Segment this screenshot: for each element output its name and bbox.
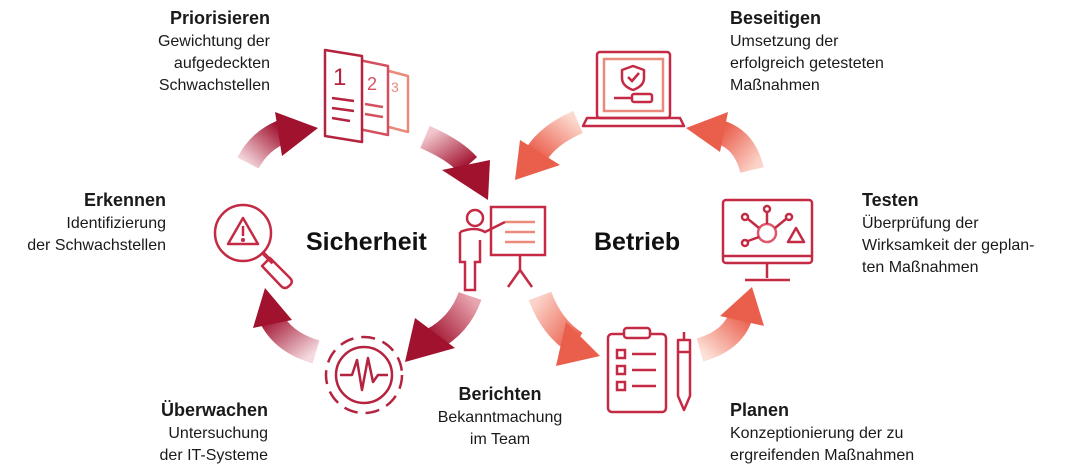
step-title: Erkennen — [83, 190, 166, 210]
laptop-shield-icon — [581, 50, 686, 128]
step-description: Gewichtung der aufgedeckten Schwachstell… — [157, 33, 270, 94]
step-title: Beseitigen — [730, 8, 822, 28]
svg-text:2: 2 — [367, 74, 377, 94]
step-description: Untersuchung der IT-Systeme — [159, 425, 268, 464]
step-description: Umsetzung der erfolgreich getesteten Maß… — [730, 33, 884, 94]
step-title: Berichten — [458, 384, 542, 404]
arrow-berichten-to-ueberwachen — [405, 291, 482, 362]
arrow-testen-to-beseitigen — [686, 112, 764, 174]
step-description: Konzeptionierung der zu ergreifenden Maß… — [730, 425, 915, 464]
step-title: Überwachen — [160, 400, 268, 420]
arrow-ueberwachen-to-erkennen — [253, 288, 320, 364]
sicherheit-label: Sicherheit — [306, 228, 427, 256]
step-erkennen: Erkennen Identifizierung der Schwachstel… — [27, 188, 166, 257]
gear-pulse-icon — [324, 335, 404, 415]
presenter-board-icon — [458, 205, 547, 292]
checklist-pen-icon — [606, 326, 692, 414]
step-title: Testen — [862, 190, 919, 210]
betrieb-label: Betrieb — [594, 228, 681, 256]
magnifier-warning-icon — [213, 203, 293, 290]
svg-text:3: 3 — [391, 79, 399, 95]
svg-text:1: 1 — [333, 64, 346, 91]
step-description: Identifizierung der Schwachstellen — [27, 215, 166, 254]
arrow-erkennen-to-priorisieren — [237, 112, 318, 169]
arrow-planen-to-testen — [696, 287, 764, 362]
step-planen: Planen Konzeptionierung der zu ergreifen… — [730, 398, 914, 467]
ranked-documents-icon: 1 2 3 — [323, 48, 410, 144]
arrow-berichten-to-planen — [528, 291, 600, 366]
step-title: Planen — [730, 400, 790, 420]
monitor-network-icon — [721, 198, 814, 282]
step-testen: Testen Überprüfung der Wirksamkeit der g… — [862, 188, 1035, 279]
step-berichten: Berichten Bekanntmachung im Team — [424, 382, 576, 451]
step-ueberwachen: Überwachen Untersuchung der IT-Systeme — [160, 398, 268, 467]
step-description: Bekanntmachung im Team — [437, 409, 563, 448]
arrow-beseitigen-to-berichten — [515, 110, 584, 180]
step-priorisieren: Priorisieren Gewichtung der aufgedeckten… — [158, 6, 270, 97]
step-description: Überprüfung der Wirksamkeit der geplan- … — [862, 215, 1035, 276]
arrow-priorisieren-to-berichten — [420, 125, 490, 200]
step-title: Priorisieren — [169, 8, 270, 28]
step-beseitigen: Beseitigen Umsetzung der erfolgreich get… — [730, 6, 884, 97]
